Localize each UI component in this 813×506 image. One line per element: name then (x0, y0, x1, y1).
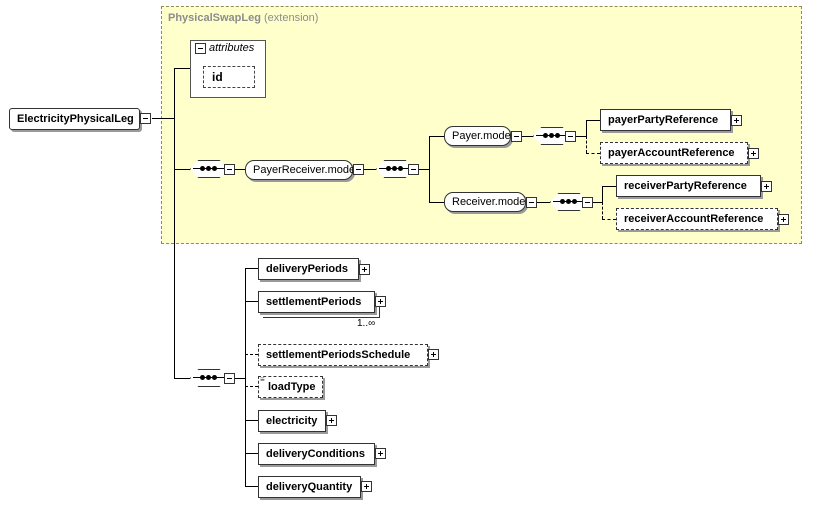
group-receiver-model[interactable]: Receiver.model (444, 192, 528, 212)
connector (522, 136, 533, 137)
connector (152, 118, 174, 119)
expand-icon[interactable] (326, 415, 337, 426)
element-settlement-periods[interactable]: settlementPeriods (258, 291, 375, 313)
expand-icon[interactable] (375, 448, 386, 459)
connector (586, 153, 600, 154)
connector (174, 68, 190, 69)
simple-type-icon: ≡ (260, 375, 265, 384)
expand-icon[interactable] (375, 296, 386, 307)
attributes-collapse-icon[interactable] (195, 43, 206, 54)
element-payer-party-reference[interactable]: payerPartyReference (600, 109, 731, 131)
expand-icon[interactable] (428, 349, 439, 360)
connector (602, 219, 616, 220)
root-element[interactable]: ElectricityPhysicalLeg (9, 108, 140, 130)
connector (364, 169, 376, 170)
connector (245, 268, 246, 486)
receiver-model-collapse-icon[interactable] (526, 197, 537, 208)
payer-receiver-collapse-icon[interactable] (353, 164, 364, 175)
expand-icon[interactable] (748, 148, 759, 159)
connector (593, 202, 602, 203)
element-electricity[interactable]: electricity (258, 410, 326, 432)
attribute-id[interactable]: id (203, 66, 255, 88)
sequence-collapse-icon[interactable] (408, 164, 419, 175)
attributes-label: attributes (209, 42, 255, 54)
connector (576, 136, 586, 137)
connector (537, 202, 550, 203)
expand-icon[interactable] (361, 481, 372, 492)
connector (429, 136, 430, 203)
connector (419, 169, 429, 170)
connector (174, 68, 175, 379)
element-load-type[interactable]: loadType (258, 376, 323, 398)
connector (174, 169, 190, 170)
connector (245, 420, 258, 421)
connector (429, 136, 444, 137)
sequence-collapse-icon[interactable] (224, 164, 235, 175)
connector (602, 186, 616, 187)
connector (245, 453, 258, 454)
element-settlement-periods-schedule[interactable]: settlementPeriodsSchedule (258, 344, 428, 366)
group-payer-model[interactable]: Payer.model (444, 126, 513, 146)
extension-type-suffix: (extension) (264, 12, 319, 24)
expand-icon[interactable] (731, 115, 742, 126)
extension-title: PhysicalSwapLeg (extension) (168, 12, 318, 24)
connector (235, 378, 245, 379)
element-delivery-quantity[interactable]: deliveryQuantity (258, 476, 361, 498)
connector (602, 186, 603, 203)
element-receiver-account-reference[interactable]: receiverAccountReference (616, 208, 778, 230)
connector (235, 169, 245, 170)
connector (429, 202, 444, 203)
element-delivery-conditions[interactable]: deliveryConditions (258, 443, 375, 465)
payer-model-collapse-icon[interactable] (511, 131, 522, 142)
group-payer-receiver-model[interactable]: PayerReceiver.model (245, 160, 358, 180)
connector (245, 301, 258, 302)
connector (245, 386, 258, 387)
sequence-collapse-icon[interactable] (582, 197, 593, 208)
connector (245, 354, 258, 355)
element-payer-account-reference[interactable]: payerAccountReference (600, 142, 748, 164)
connector (174, 378, 190, 379)
sequence-collapse-icon[interactable] (224, 373, 235, 384)
expand-icon[interactable] (359, 264, 370, 275)
root-collapse-icon[interactable] (140, 113, 151, 124)
connector (586, 120, 600, 121)
cardinality-label: 1..∞ (357, 318, 376, 329)
element-delivery-periods[interactable]: deliveryPeriods (258, 258, 359, 280)
element-receiver-party-reference[interactable]: receiverPartyReference (616, 175, 761, 197)
sequence-collapse-icon[interactable] (565, 131, 576, 142)
connector (602, 202, 603, 219)
connector (586, 120, 587, 137)
extension-type-name: PhysicalSwapLeg (168, 12, 261, 24)
connector (245, 268, 258, 269)
expand-icon[interactable] (761, 181, 772, 192)
connector (245, 486, 258, 487)
expand-icon[interactable] (778, 214, 789, 225)
connector (586, 136, 587, 153)
